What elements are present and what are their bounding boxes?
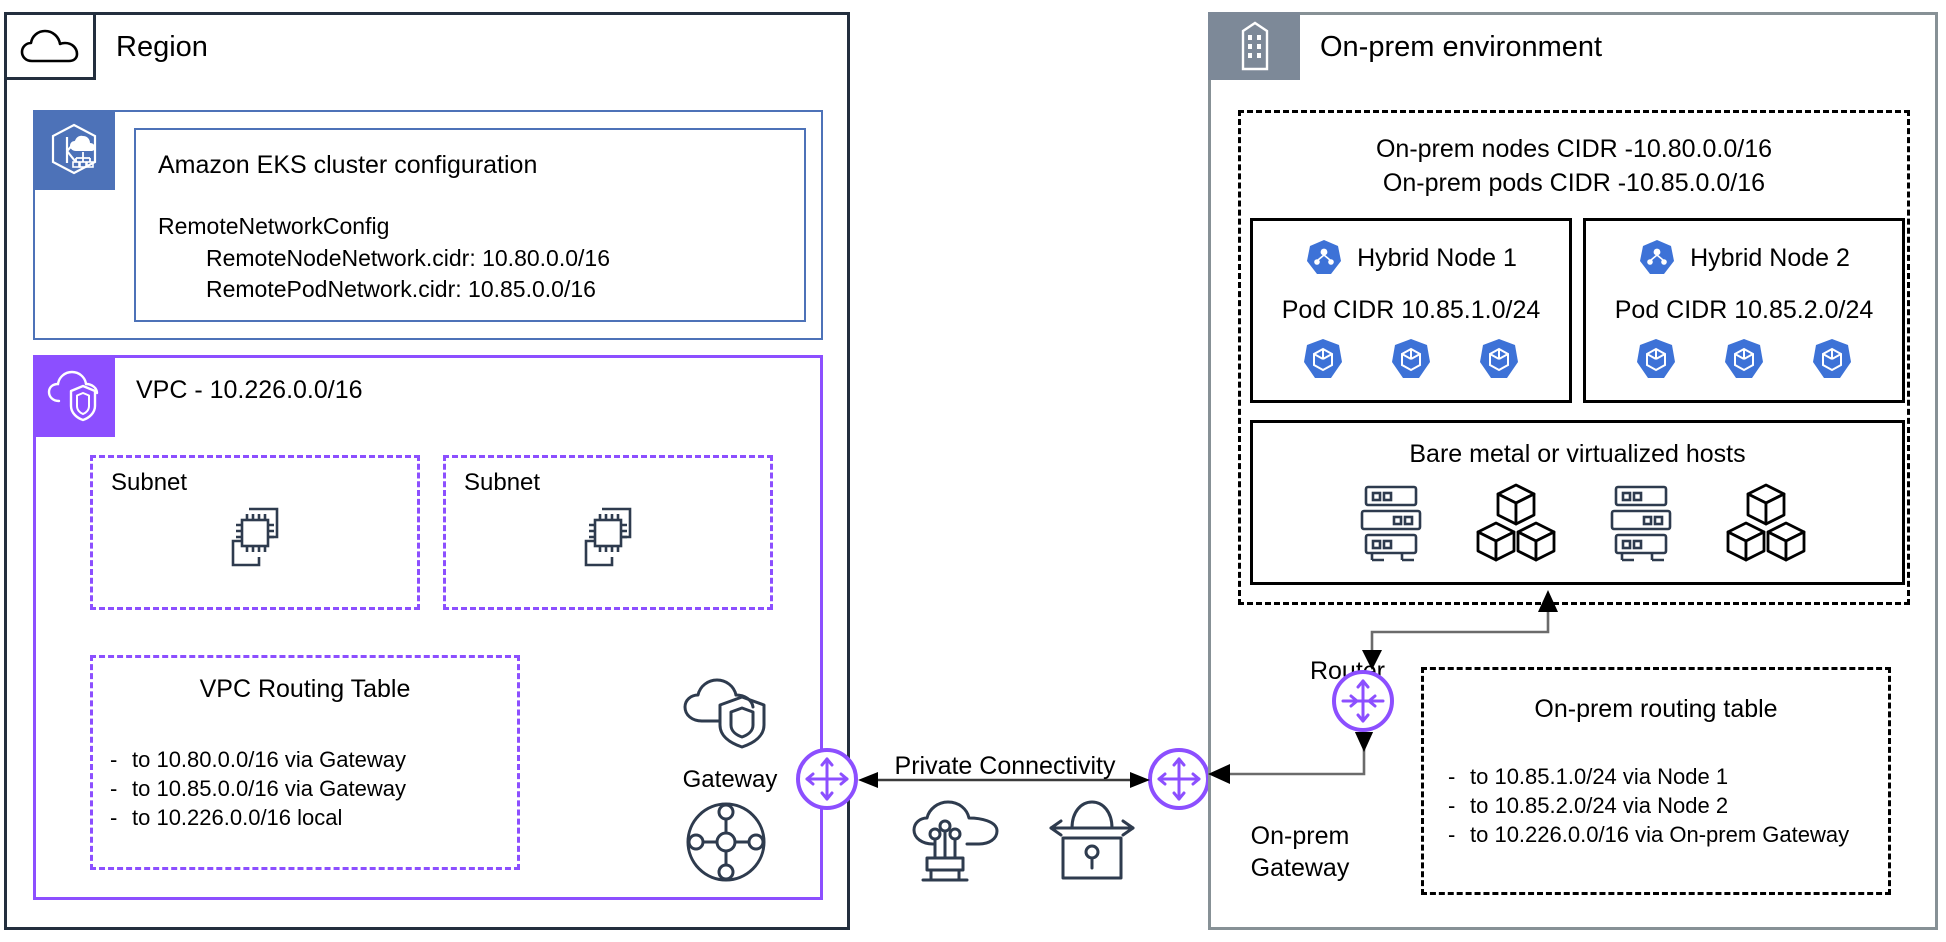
bare-metal-hosts-container — [1250, 420, 1905, 585]
gateway-label: Gateway — [682, 766, 778, 793]
kubernetes-node-icon — [1305, 239, 1343, 277]
vpc-route-entry: -to 10.226.0.0/16 local — [110, 805, 343, 830]
hybrid-node-2-pods — [1586, 337, 1902, 381]
on-prem-pods-cidr: On-prem pods CIDR -10.85.0.0/16 — [1382, 169, 1766, 197]
router-connector[interactable] — [1332, 670, 1394, 732]
private-connectivity-arrow — [858, 772, 1150, 788]
subnet-1: Subnet — [90, 455, 420, 610]
direct-connect-cloud-icon — [905, 800, 1005, 884]
hybrid-node-1-cidr: Pod CIDR 10.85.1.0/24 — [1281, 296, 1541, 324]
server-rack-icon — [1354, 481, 1428, 565]
pod-icon — [1810, 337, 1854, 381]
eks-config-panel — [134, 128, 806, 322]
hybrid-node-1-label: Hybrid Node 1 — [1357, 244, 1517, 272]
ec2-instances-icon — [215, 495, 295, 575]
kubernetes-node-icon — [1638, 239, 1676, 277]
aws-region-cloud-icon — [4, 12, 96, 80]
on-prem-route-entry: -to 10.85.2.0/24 via Node 2 — [1448, 793, 1729, 818]
hybrid-node-1: Hybrid Node 1 Pod CIDR 10.85.1.0/24 — [1250, 218, 1572, 403]
bare-metal-hosts-title: Bare metal or virtualized hosts — [1409, 440, 1746, 468]
remote-pod-network-cidr: RemotePodNetwork.cidr: 10.85.0.0/16 — [206, 276, 596, 302]
pod-icon — [1722, 337, 1766, 381]
server-rack-icon — [1604, 481, 1678, 565]
on-prem-nodes-cidr: On-prem nodes CIDR -10.80.0.0/16 — [1375, 135, 1773, 163]
amazon-eks-icon — [33, 110, 115, 190]
region-title: Region — [116, 31, 208, 63]
on-prem-gateway-label-line2: Gateway — [1250, 854, 1350, 882]
on-prem-route-entry: -to 10.85.1.0/24 via Node 1 — [1448, 764, 1729, 789]
vpc-route-text: to 10.226.0.0/16 local — [132, 805, 343, 830]
vpc-route-entry: -to 10.80.0.0/16 via Gateway — [110, 747, 406, 772]
on-prem-gateway-connector[interactable] — [1148, 748, 1210, 810]
ec2-instances-icon — [568, 495, 648, 575]
pod-icon — [1634, 337, 1678, 381]
router-to-network-arrow — [1362, 590, 1558, 670]
on-prem-route-entry: -to 10.226.0.0/16 via On-prem Gateway — [1448, 822, 1850, 847]
on-prem-routing-table-entries: -to 10.85.1.0/24 via Node 1 -to 10.85.2.… — [1448, 762, 1908, 849]
hybrid-node-1-pods — [1253, 337, 1569, 381]
hybrid-node-2: Hybrid Node 2 Pod CIDR 10.85.2.0/24 — [1583, 218, 1905, 403]
hybrid-node-1-header: Hybrid Node 1 — [1253, 239, 1569, 277]
hybrid-node-2-cidr: Pod CIDR 10.85.2.0/24 — [1614, 296, 1874, 324]
remote-network-config-values: RemoteNodeNetwork.cidr: 10.80.0.0/16 Rem… — [206, 243, 806, 305]
on-prem-gateway-label-line1: On-prem — [1250, 822, 1350, 850]
remote-network-config-label: RemoteNetworkConfig — [158, 213, 390, 239]
on-prem-gateway-label: On-prem Gateway — [1200, 820, 1400, 884]
amazon-vpc-icon — [33, 355, 115, 437]
bare-metal-hosts-icons — [1290, 478, 1870, 568]
container-cubes-icon — [1726, 481, 1806, 565]
on-prem-route-text: to 10.85.1.0/24 via Node 1 — [1470, 764, 1729, 789]
vpc-routing-table-entries: -to 10.80.0.0/16 via Gateway -to 10.85.0… — [110, 745, 530, 832]
subnet-2-label: Subnet — [464, 469, 541, 496]
vpc-route-text: to 10.85.0.0/16 via Gateway — [132, 776, 406, 801]
remote-node-network-cidr: RemoteNodeNetwork.cidr: 10.80.0.0/16 — [206, 245, 610, 271]
on-prem-routing-table — [1421, 667, 1891, 895]
on-prem-routing-table-title: On-prem routing table — [1534, 695, 1778, 723]
subnet-1-label: Subnet — [111, 469, 188, 496]
subnet-2: Subnet — [443, 455, 773, 610]
vpc-gateway-connector[interactable] — [796, 748, 858, 810]
private-connectivity-label: Private Connectivity — [894, 752, 1116, 780]
vpc-route-text: to 10.80.0.0/16 via Gateway — [132, 747, 406, 772]
container-cubes-icon — [1476, 481, 1556, 565]
on-prem-title: On-prem environment — [1320, 31, 1603, 63]
vpc-route-entry: -to 10.85.0.0/16 via Gateway — [110, 776, 406, 801]
hybrid-node-2-header: Hybrid Node 2 — [1586, 239, 1902, 277]
on-prem-route-text: to 10.85.2.0/24 via Node 2 — [1470, 793, 1729, 818]
transit-gateway-mesh-icon — [684, 800, 768, 884]
on-prem-cidr-block: On-prem nodes CIDR -10.80.0.0/16 On-prem… — [1238, 132, 1910, 200]
vpc-routing-table-title: VPC Routing Table — [199, 675, 411, 703]
router-to-gateway-arrow — [1208, 732, 1374, 784]
pod-icon — [1389, 337, 1433, 381]
vpc-title: VPC - 10.226.0.0/16 — [136, 376, 363, 404]
on-prem-route-text: to 10.226.0.0/16 via On-prem Gateway — [1470, 822, 1850, 847]
hybrid-node-2-label: Hybrid Node 2 — [1690, 244, 1850, 272]
pod-icon — [1301, 337, 1345, 381]
vpn-lock-icon — [1045, 792, 1139, 884]
vpc-routing-table — [90, 655, 520, 870]
on-prem-building-icon — [1208, 12, 1300, 80]
eks-cluster-config-title: Amazon EKS cluster configuration — [158, 151, 538, 179]
pod-icon — [1477, 337, 1521, 381]
vpc-shield-cloud-icon — [680, 677, 772, 749]
